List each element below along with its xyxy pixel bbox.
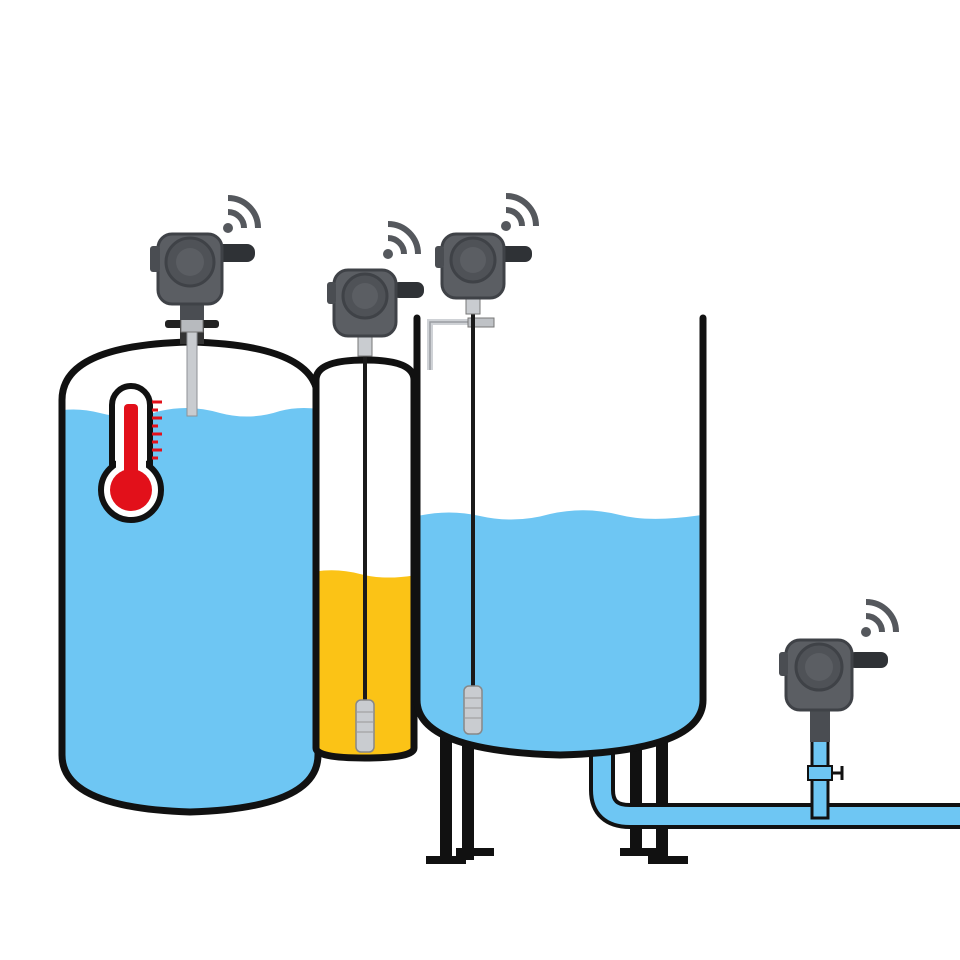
water-surface: [62, 408, 318, 812]
wifi-icon: [383, 221, 421, 259]
outlet-pipe: [589, 742, 960, 829]
pipe-pressure-transmitter: [779, 638, 888, 820]
wifi-icon: [223, 195, 261, 233]
temperature-transmitter: [150, 232, 255, 417]
tank-open-top: [413, 314, 707, 759]
submersible-level-transmitter-1: [327, 268, 424, 753]
submersible-level-transmitter-2: [435, 232, 532, 735]
wifi-icon: [861, 599, 899, 637]
wifi-icon: [501, 193, 539, 231]
water-surface-open: [420, 510, 700, 752]
thermometer-icon: [98, 383, 164, 523]
